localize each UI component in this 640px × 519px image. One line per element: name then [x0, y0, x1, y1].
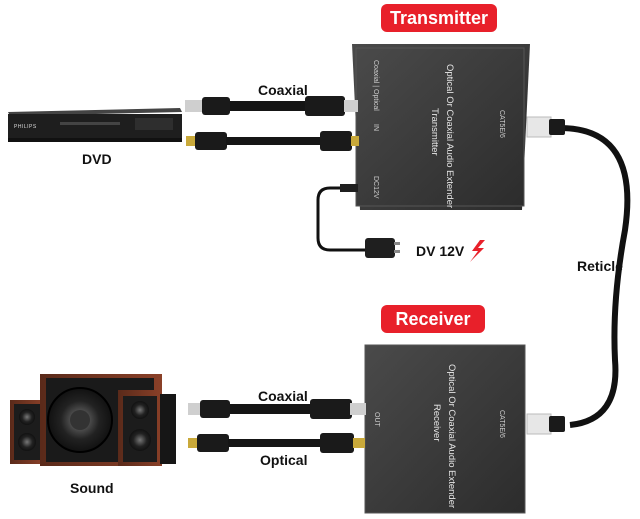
transmitter-title: Transmitter	[381, 4, 497, 32]
optical-label: Optical	[260, 452, 308, 468]
power-cable	[316, 184, 400, 258]
receiver-port-out: OUT	[373, 412, 380, 427]
sound-label: Sound	[70, 480, 114, 496]
dvd-player	[8, 108, 182, 142]
transmitter-box	[352, 44, 530, 210]
network-cable	[526, 116, 631, 435]
dvd-label: DVD	[82, 151, 112, 167]
transmitter-port-select: Coaxial | Optical	[372, 60, 379, 111]
optical-cable-top	[186, 131, 359, 151]
coaxial-cable-bottom	[188, 399, 366, 419]
dvd-brand-logo: PHILIPS	[14, 124, 37, 130]
power-label: DV 12V	[416, 243, 465, 259]
transmitter-product-line1: Optical Or Coaxial Audio Extender	[444, 64, 455, 209]
lightning-bolt-icon	[470, 240, 485, 262]
receiver-title: Receiver	[381, 305, 485, 333]
receiver-box	[364, 344, 526, 514]
coaxial-cable-top	[185, 96, 358, 116]
receiver-product-line2: Receiver	[431, 404, 442, 442]
speaker-system	[10, 374, 176, 466]
reticle-label: Reticle	[577, 258, 623, 274]
coaxial-label-top: Coaxial	[258, 82, 308, 98]
coaxial-label-bottom: Coaxial	[258, 388, 308, 404]
transmitter-port-dc: DC12V	[372, 176, 379, 199]
receiver-port-cat: CAT5E/6	[498, 410, 505, 438]
transmitter-port-in: IN	[372, 124, 379, 131]
transmitter-product-line2: Transmitter	[429, 108, 440, 156]
transmitter-port-cat: CAT5E/6	[498, 110, 505, 138]
optical-cable-bottom	[188, 433, 365, 453]
receiver-product-line1: Optical Or Coaxial Audio Extender	[446, 364, 457, 509]
